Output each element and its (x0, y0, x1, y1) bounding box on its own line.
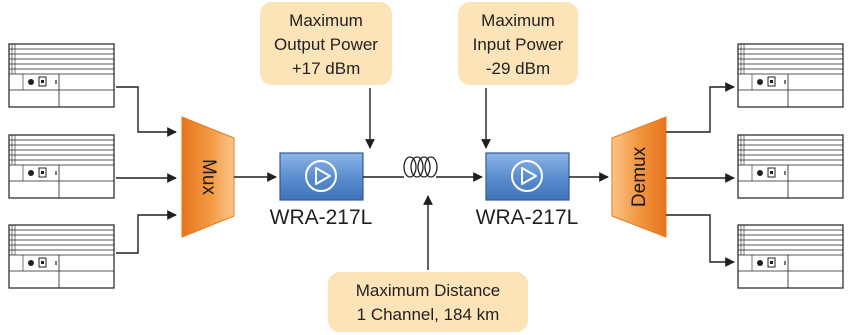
callout-distance-line2: 1 Channel, 184 km (357, 305, 500, 324)
amplifier-play-icon (305, 160, 337, 192)
callout-input-power (458, 2, 578, 85)
callout-output-power-line3: +17 dBm (292, 59, 361, 78)
mux-block (181, 116, 235, 238)
connector-left-1 (116, 86, 177, 137)
callout-output-power-line2: Output Power (274, 35, 378, 54)
amplifier-1-label: WRA-217L (270, 206, 373, 229)
chassis-left-2-icon (8, 134, 115, 199)
callout-distance (328, 272, 528, 332)
demux-label: Demux (629, 146, 650, 207)
amplifier-play-icon (511, 160, 543, 192)
connector-right-3 (666, 214, 735, 267)
callout-input-power-line3: -29 dBm (486, 59, 550, 78)
mux-label: Mux (198, 159, 219, 195)
fiber-coil-icon (403, 156, 438, 178)
chassis-right-2-icon (737, 134, 844, 199)
connector-left-3 (116, 210, 177, 254)
demux-block (611, 116, 667, 238)
chassis-right-3-icon (737, 224, 844, 289)
connector-right-1 (666, 82, 735, 133)
callout-input-power-line2: Input Power (473, 35, 564, 54)
amplifier-2-label: WRA-217L (476, 206, 579, 229)
chassis-left-3-icon (8, 224, 115, 289)
chassis-right-1-icon (737, 43, 844, 108)
callout-input-power-line1: Maximum (481, 11, 555, 30)
chassis-left-1-icon (8, 43, 115, 108)
callout-output-power-line1: Maximum (289, 11, 363, 30)
callout-output-power (260, 2, 392, 85)
callout-distance-line1: Maximum Distance (356, 281, 501, 300)
